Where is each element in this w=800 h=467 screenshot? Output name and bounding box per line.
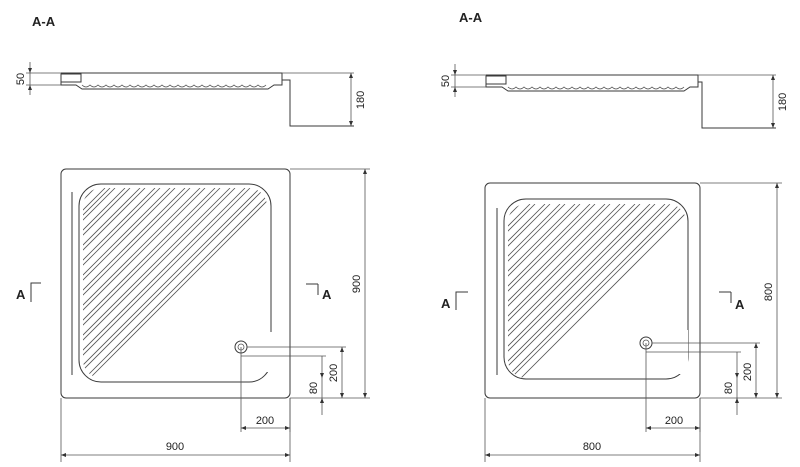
- right-section-profile: [485, 74, 776, 129]
- right-dim-drain: 200 200 80: [645, 342, 760, 432]
- right-section-label: A-A: [459, 10, 483, 25]
- right-drawing: A-A 50 180: [440, 10, 789, 462]
- right-cut-marks: A A: [441, 291, 745, 312]
- left-section-label: A-A: [32, 14, 56, 29]
- left-dim-drain: 200 200 80: [240, 346, 346, 432]
- left-dim-drain-y-text: 200: [328, 364, 340, 382]
- right-dim-drain-offset-text: 80: [723, 382, 735, 394]
- right-dim-height: 800: [700, 182, 782, 399]
- left-dim-height-text: 900: [351, 275, 363, 293]
- right-dim-180-text: 180: [777, 93, 789, 111]
- right-dim-height-text: 800: [763, 283, 775, 301]
- right-dim-180: 180: [771, 75, 789, 128]
- left-dim-50: 50: [15, 62, 61, 95]
- left-dim-50-text: 50: [15, 73, 27, 85]
- left-dim-width-text: 900: [166, 441, 184, 453]
- right-antislip-pattern: [508, 204, 686, 378]
- left-dim-180: 180: [349, 73, 367, 126]
- left-drawing: A-A 50 180: [15, 14, 370, 462]
- left-dim-drain-x-text: 200: [256, 415, 274, 427]
- left-plan-view: [60, 168, 291, 399]
- left-dim-180-text: 180: [355, 91, 367, 109]
- right-cut-mark-left: A: [441, 296, 451, 311]
- right-dim-width: 800: [484, 398, 701, 462]
- left-dim-height: 900: [290, 168, 370, 399]
- left-dim-drain-offset-text: 80: [308, 382, 320, 394]
- left-antislip-pattern: [83, 188, 267, 378]
- left-dim-width: 900: [60, 398, 291, 462]
- right-dim-drain-y-text: 200: [742, 363, 754, 381]
- left-section-profile: [60, 72, 354, 127]
- right-dim-50: 50: [440, 64, 486, 97]
- right-dim-width-text: 800: [583, 441, 601, 453]
- left-cut-marks: A A: [16, 282, 332, 302]
- right-dim-drain-x-text: 200: [665, 415, 683, 427]
- right-cut-mark-right: A: [735, 297, 745, 312]
- right-dim-50-text: 50: [440, 75, 452, 87]
- right-plan-view: [484, 182, 701, 399]
- left-cut-mark-left: A: [16, 287, 26, 302]
- left-cut-mark-right: A: [322, 287, 332, 302]
